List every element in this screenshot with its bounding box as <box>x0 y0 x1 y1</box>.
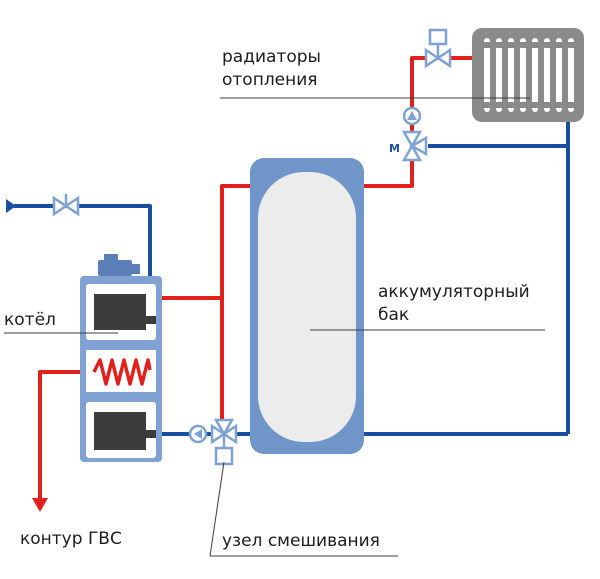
tank-label-line-2: бак <box>378 305 410 325</box>
three-way-valve-icon <box>210 418 238 445</box>
radiators-label: радиаторы отопления <box>222 46 321 92</box>
radiator-return-pipe <box>566 116 578 434</box>
radiator-icon <box>472 28 584 122</box>
mixing-leader-line <box>209 461 225 557</box>
tank-label: аккумуляторный бак <box>378 281 530 327</box>
motor-drive-icon <box>214 446 234 466</box>
dhw-outlet-pipe <box>38 370 94 500</box>
inlet-valve-icon <box>52 194 80 217</box>
boiler-icon <box>80 254 162 462</box>
boiler-label: котёл <box>4 310 56 330</box>
boiler-supply-pipe <box>160 184 252 300</box>
accumulator-tank <box>250 158 364 454</box>
inlet-arrow-icon <box>6 199 16 213</box>
heating-three-way-valve-icon <box>401 130 428 162</box>
outlet-arrow-icon <box>32 498 48 512</box>
motor-mark: M <box>389 142 400 155</box>
heat-exchanger-icon <box>92 358 152 386</box>
radiators-label-line-1: радиаторы <box>222 47 321 67</box>
radiators-label-line-2: отопления <box>222 70 318 90</box>
mixing-unit <box>188 418 238 466</box>
boiler-upper-door <box>94 294 146 330</box>
mixing-unit-label: узел смешивания <box>222 531 380 551</box>
leader-lines <box>4 97 545 557</box>
radiator-valve-icon <box>424 28 452 69</box>
heating-pump-icon <box>402 106 422 126</box>
boiler-lower-door <box>94 412 146 450</box>
dhw-circuit-label: контур ГВС <box>20 529 122 549</box>
tank-label-line-1: аккумуляторный <box>378 282 530 302</box>
boiler-burner <box>98 260 132 276</box>
